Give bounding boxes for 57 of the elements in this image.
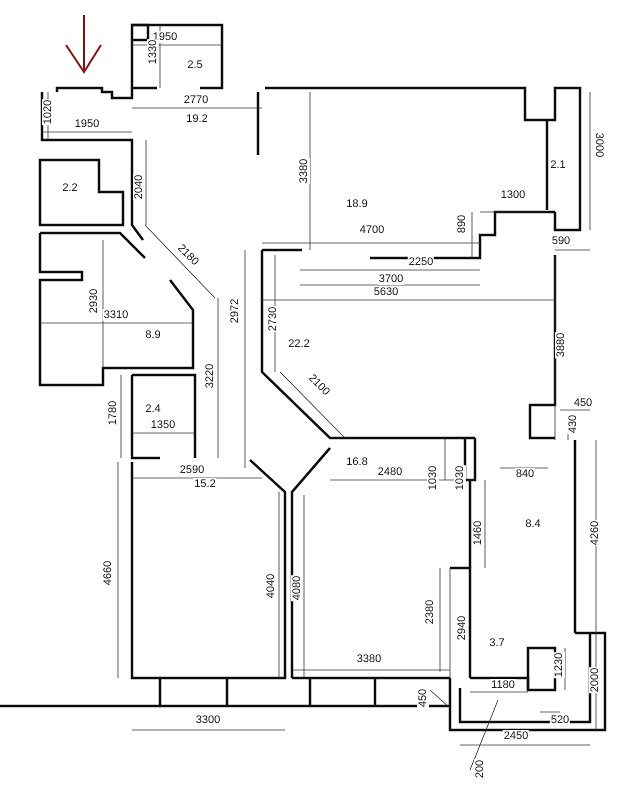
dimension-label: 4700: [358, 224, 386, 236]
room-area-label: 22.2: [287, 338, 311, 350]
dimension-label: 2930: [88, 288, 100, 314]
dimension-label: 3380: [356, 653, 382, 665]
dimension-label: 3300: [194, 714, 222, 726]
dimension-label: 1460: [472, 520, 484, 546]
room-area-label: 8.4: [524, 518, 542, 530]
dimension-label: 3880: [555, 332, 567, 358]
dimension-label: 4040: [265, 572, 277, 600]
dimension-label: 430: [567, 414, 579, 434]
room-area-label: 15.2: [193, 478, 217, 490]
dimension-label: 3000: [593, 132, 605, 158]
room-area-label: 2.5: [186, 59, 204, 71]
room-area-label: 2.2: [61, 182, 79, 194]
dimension-label: 2380: [424, 598, 436, 626]
dimension-label: 1350: [150, 419, 176, 431]
dimension-label: 1300: [500, 189, 526, 201]
dimension-label: 2450: [502, 730, 530, 742]
room-area-label: 8.9: [144, 329, 162, 341]
room-area-label: 18.9: [345, 198, 369, 210]
dimension-label: 2000: [589, 666, 601, 694]
dimension-label: 1020: [42, 98, 54, 126]
dimension-label: 4260: [589, 520, 601, 546]
dimension-label: 590: [550, 235, 572, 247]
dimension-label: 2480: [376, 466, 404, 478]
dimension-label: 2730: [267, 306, 279, 332]
dimension-label: 2972: [229, 298, 241, 324]
dimension-label: 1230: [553, 652, 565, 678]
dimension-label: 2040: [133, 174, 145, 200]
dimension-label: 3700: [378, 273, 404, 285]
room-area-label: 2.4: [144, 403, 162, 415]
dimension-label: 450: [572, 397, 594, 409]
room-area-label: 2.1: [549, 159, 567, 171]
dimension-label: 1180: [490, 679, 516, 691]
dimension-label: 4660: [102, 560, 114, 586]
dimension-label: 1780: [107, 400, 119, 426]
dimension-label: 2250: [408, 256, 434, 268]
room-area-label: 3.7: [488, 637, 506, 649]
dimension-label: 2770: [182, 94, 210, 106]
dimension-label: 2940: [456, 614, 468, 642]
dimension-label: 5630: [372, 286, 400, 298]
room-area-label: 16.8: [345, 456, 369, 468]
dimension-label: 450: [417, 688, 429, 708]
dimension-label: 3380: [298, 158, 310, 184]
room-area-label: 19.2: [185, 113, 209, 125]
dimension-label: 1030: [427, 464, 439, 492]
dimension-label: 2590: [178, 464, 206, 476]
dimension-label: 1950: [74, 118, 100, 130]
dimension-label: 1030: [454, 464, 466, 492]
dimension-label: 4080: [291, 574, 303, 602]
dimension-label: 520: [550, 714, 570, 726]
dimension-label: 1330: [147, 38, 159, 66]
dimension-label: 840: [514, 468, 536, 480]
dimension-label: 3310: [102, 309, 130, 321]
dimension-label: 3220: [204, 362, 216, 390]
dimension-label: 200: [474, 758, 486, 780]
dimension-label: 890: [456, 214, 468, 234]
